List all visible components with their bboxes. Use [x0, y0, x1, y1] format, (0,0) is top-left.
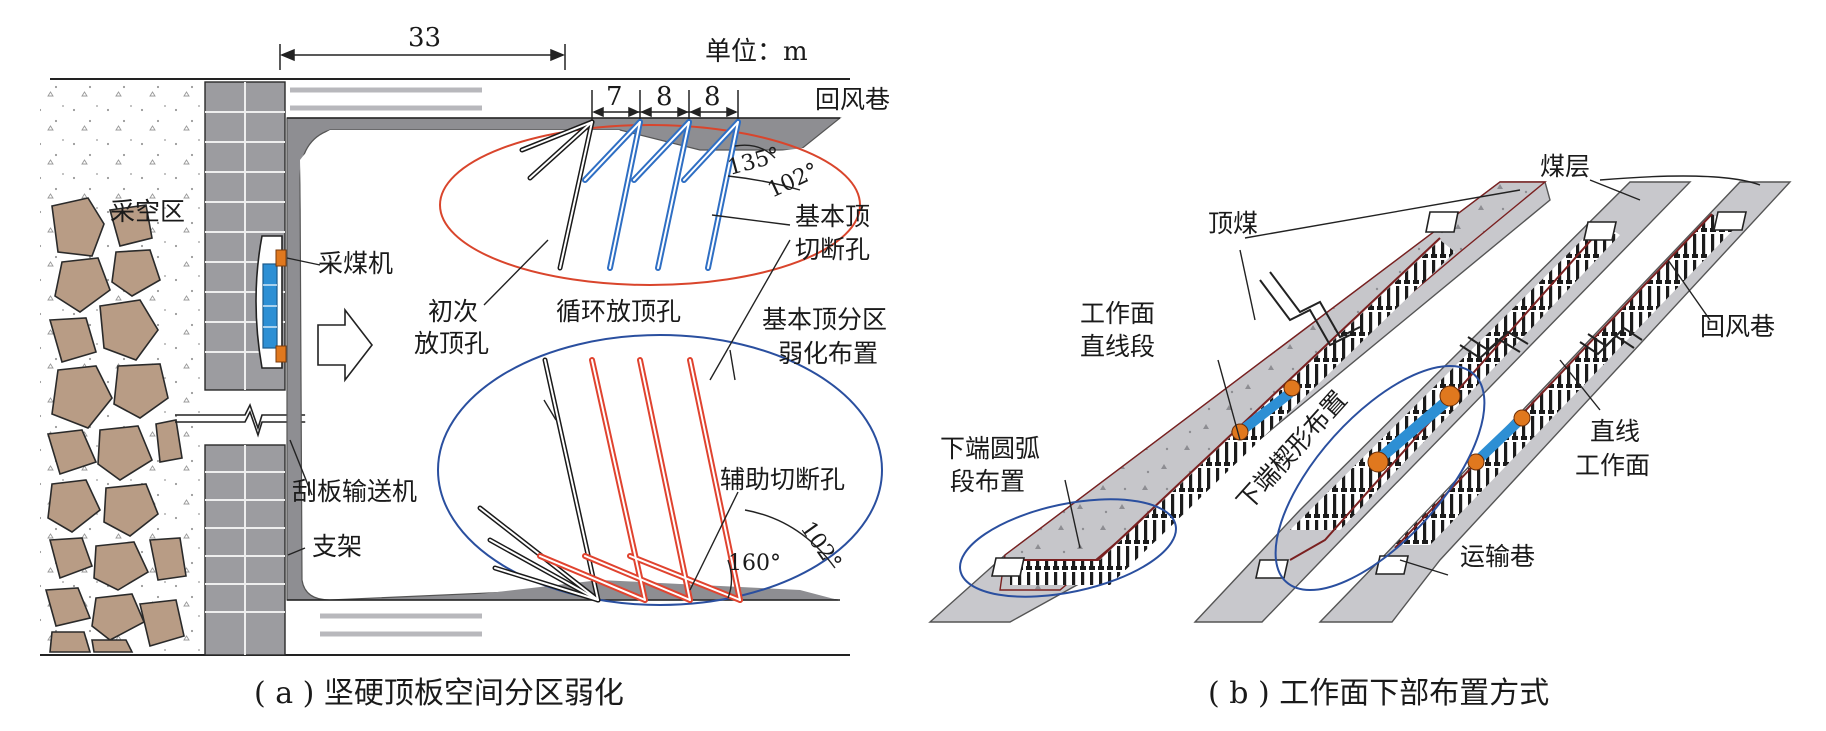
return-airway-b-label: 回风巷 [1700, 312, 1775, 341]
lower-zone-ellipse [437, 334, 883, 606]
lower-holes [477, 357, 743, 603]
dim-8b-label: 8 [704, 82, 721, 112]
coal-seam-label: 煤层 [1540, 152, 1590, 181]
lower-arc-label-1: 下端圆弧 [940, 434, 1040, 463]
face-straight-label-2: 直线段 [1080, 332, 1155, 361]
basic-roof-zone-label-2: 弱化布置 [778, 339, 878, 368]
shearer-machine [255, 235, 287, 369]
caved-rocks [44, 197, 187, 653]
dimension-33 [279, 44, 566, 70]
goaf-area [40, 82, 205, 653]
angle-160-label: 160° [728, 551, 781, 576]
leader-lines-a [286, 214, 791, 591]
advance-direction-arrow [317, 307, 374, 383]
upper-zone-ellipse [439, 124, 861, 286]
goaf-label: 采空区 [110, 197, 185, 226]
conveyor-label: 刮板输送机 [292, 477, 417, 506]
haulage-roadway-label: 运输巷 [1460, 542, 1535, 571]
aux-cut-hole-label: 辅助切断孔 [720, 465, 845, 494]
top-coal-label: 顶煤 [1208, 209, 1258, 238]
leader-lines-b [1064, 175, 1761, 576]
face-straight-label-1: 工作面 [1080, 299, 1155, 328]
panel-a: 33 单位：m 7 8 8 回风巷 采空区 采煤机 初次 放顶孔 循环放顶孔 基… [40, 23, 890, 711]
arc-layout-ellipse [959, 498, 1177, 598]
coal-strip-1 [928, 181, 1551, 623]
basic-roof-zone-label-1: 基本顶分区 [762, 305, 887, 334]
return-airway-label: 回风巷 [815, 85, 890, 114]
straight-face-label-2: 工作面 [1575, 451, 1650, 480]
unit-label: 单位：m [705, 37, 808, 67]
basic-roof-cut-label-1: 基本顶 [795, 202, 870, 231]
basic-roof-cut-label-2: 切断孔 [795, 235, 870, 264]
caption-b: ( b ) 工作面下部布置方式 [1208, 676, 1549, 711]
shearer-label: 采煤机 [318, 249, 393, 278]
lower-angle-arcs [727, 509, 836, 599]
initial-hole-label-1: 初次 [428, 297, 478, 326]
caption-a: ( a ) 坚硬顶板空间分区弱化 [254, 676, 624, 711]
roadway-ribs [290, 87, 482, 637]
upper-holes [519, 119, 741, 271]
support-label: 支架 [312, 532, 362, 561]
dim-8a-label: 8 [656, 82, 673, 112]
panel-b: 煤层 顶煤 工作面 直线段 回风巷 下端圆弧 段布置 下端楔形布置 直线 工作面… [928, 152, 1792, 711]
dim-33-label: 33 [408, 23, 441, 53]
dimension-7-8-8 [591, 90, 739, 122]
coal-strip-2 [1193, 181, 1692, 623]
coal-strip-3 [1318, 181, 1792, 623]
wedge-layout-ellipse [1274, 364, 1486, 592]
initial-hole-label-2: 放顶孔 [414, 329, 489, 358]
upper-angle-arcs [727, 144, 801, 191]
dim-7-label: 7 [606, 82, 623, 112]
straight-face-label-1: 直线 [1590, 417, 1640, 446]
lower-arc-label-2: 段布置 [950, 467, 1025, 496]
cyclic-hole-label: 循环放顶孔 [556, 297, 681, 326]
